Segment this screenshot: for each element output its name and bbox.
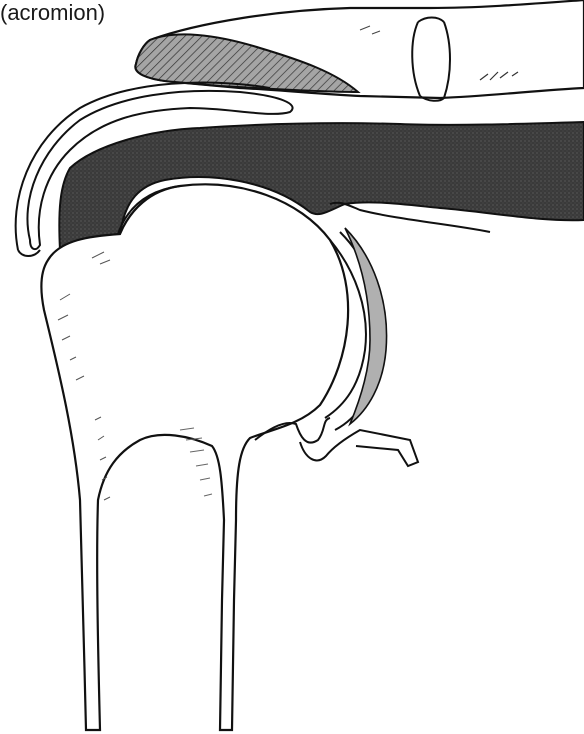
acromion-label: (acromion) [0, 0, 105, 26]
